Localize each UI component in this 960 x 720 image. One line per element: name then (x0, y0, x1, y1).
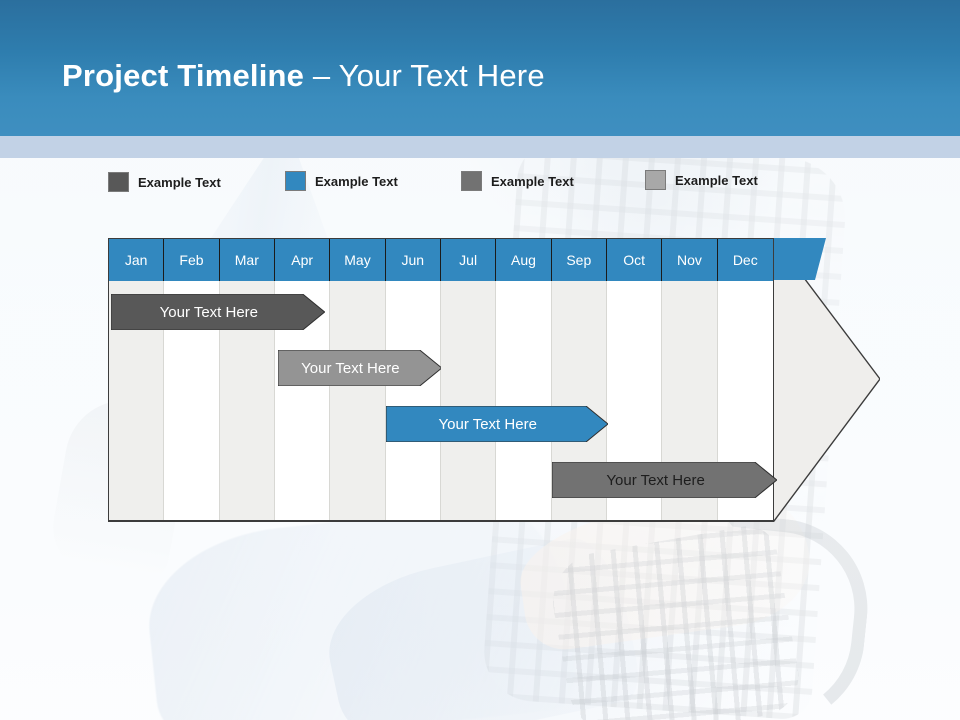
page-title-bold: Project Timeline (62, 58, 305, 93)
column-divider (605, 281, 607, 520)
legend-item-label: Example Text (491, 173, 574, 189)
month-header-mar[interactable]: Mar (219, 239, 275, 281)
timeline-bar-1[interactable]: Your Text Here (111, 294, 325, 330)
column-divider (439, 281, 441, 520)
column-divider (329, 281, 331, 520)
month-header-jan[interactable]: Jan (109, 239, 165, 281)
legend-item[interactable]: Example Text (285, 171, 398, 191)
legend-item[interactable]: Example Text (108, 172, 221, 192)
legend-swatch-blue (285, 171, 306, 191)
month-header-may[interactable]: May (330, 239, 386, 281)
month-header-feb[interactable]: Feb (164, 239, 220, 281)
legend-item-label: Example Text (138, 174, 221, 190)
timeline-column-feb: Feb (164, 239, 220, 520)
column-divider (716, 281, 718, 520)
timeline-bar-3[interactable]: Your Text Here (385, 406, 608, 442)
header-band (0, 0, 960, 136)
timeline-bar-shape (111, 294, 325, 330)
timeline-bar-label: Your Text Here (159, 303, 259, 321)
timeline-column-jul: Jul (440, 239, 497, 520)
timeline-column-mar: Mar (219, 239, 275, 520)
month-header-sep[interactable]: Sep (551, 239, 607, 281)
header-sub-band (0, 136, 960, 158)
timeline-column-apr: Apr (274, 239, 331, 520)
month-header-jun[interactable]: Jun (385, 239, 441, 281)
column-divider (218, 281, 220, 520)
timeline-bar-label: Your Text Here (301, 359, 400, 377)
legend-item[interactable]: Example Text (645, 170, 758, 190)
timeline-bottom-rule (108, 520, 774, 522)
timeline-bar-shape (552, 462, 777, 498)
column-divider (163, 281, 165, 520)
timeline-column-aug: Aug (496, 239, 552, 520)
legend: Example Text Example Text Example Text Exam… (108, 168, 808, 198)
timeline-bar-label: Your Text Here (606, 471, 705, 489)
page-title: Project Timeline – Your Text Here (62, 58, 922, 94)
timeline-column-jun: Jun (385, 239, 441, 520)
legend-item-label: Example Text (675, 172, 758, 188)
timeline-column-jan: Jan (109, 239, 165, 520)
timeline-bar-shape (385, 406, 608, 442)
legend-item[interactable]: Example Text (461, 171, 574, 191)
page-title-regular: – Your Text Here (304, 58, 545, 93)
timeline-column-oct: Oct (606, 239, 663, 520)
column-divider (273, 281, 275, 520)
month-header-apr[interactable]: Apr (274, 239, 331, 281)
month-header-aug[interactable]: Aug (496, 239, 552, 281)
legend-swatch-dark-gray (108, 172, 129, 192)
month-header-nov[interactable]: Nov (662, 239, 718, 281)
legend-swatch-medium-gray (461, 171, 482, 191)
timeline-bar-label: Your Text Here (438, 415, 537, 433)
column-divider (550, 281, 552, 520)
timeline-bar-2[interactable]: Your Text Here (277, 350, 442, 386)
month-header-jul[interactable]: Jul (440, 239, 497, 281)
month-header-dec[interactable]: Dec (717, 239, 773, 281)
column-divider (384, 281, 386, 520)
legend-swatch-light-gray (645, 170, 666, 190)
column-divider (495, 281, 497, 520)
timeline-bar-4[interactable]: Your Text Here (552, 462, 777, 498)
timeline-bar-shape (277, 350, 442, 386)
timeline-column-dec: Dec (717, 239, 773, 520)
column-divider (661, 281, 663, 520)
legend-item-label: Example Text (315, 173, 398, 189)
month-header-oct[interactable]: Oct (606, 239, 663, 281)
